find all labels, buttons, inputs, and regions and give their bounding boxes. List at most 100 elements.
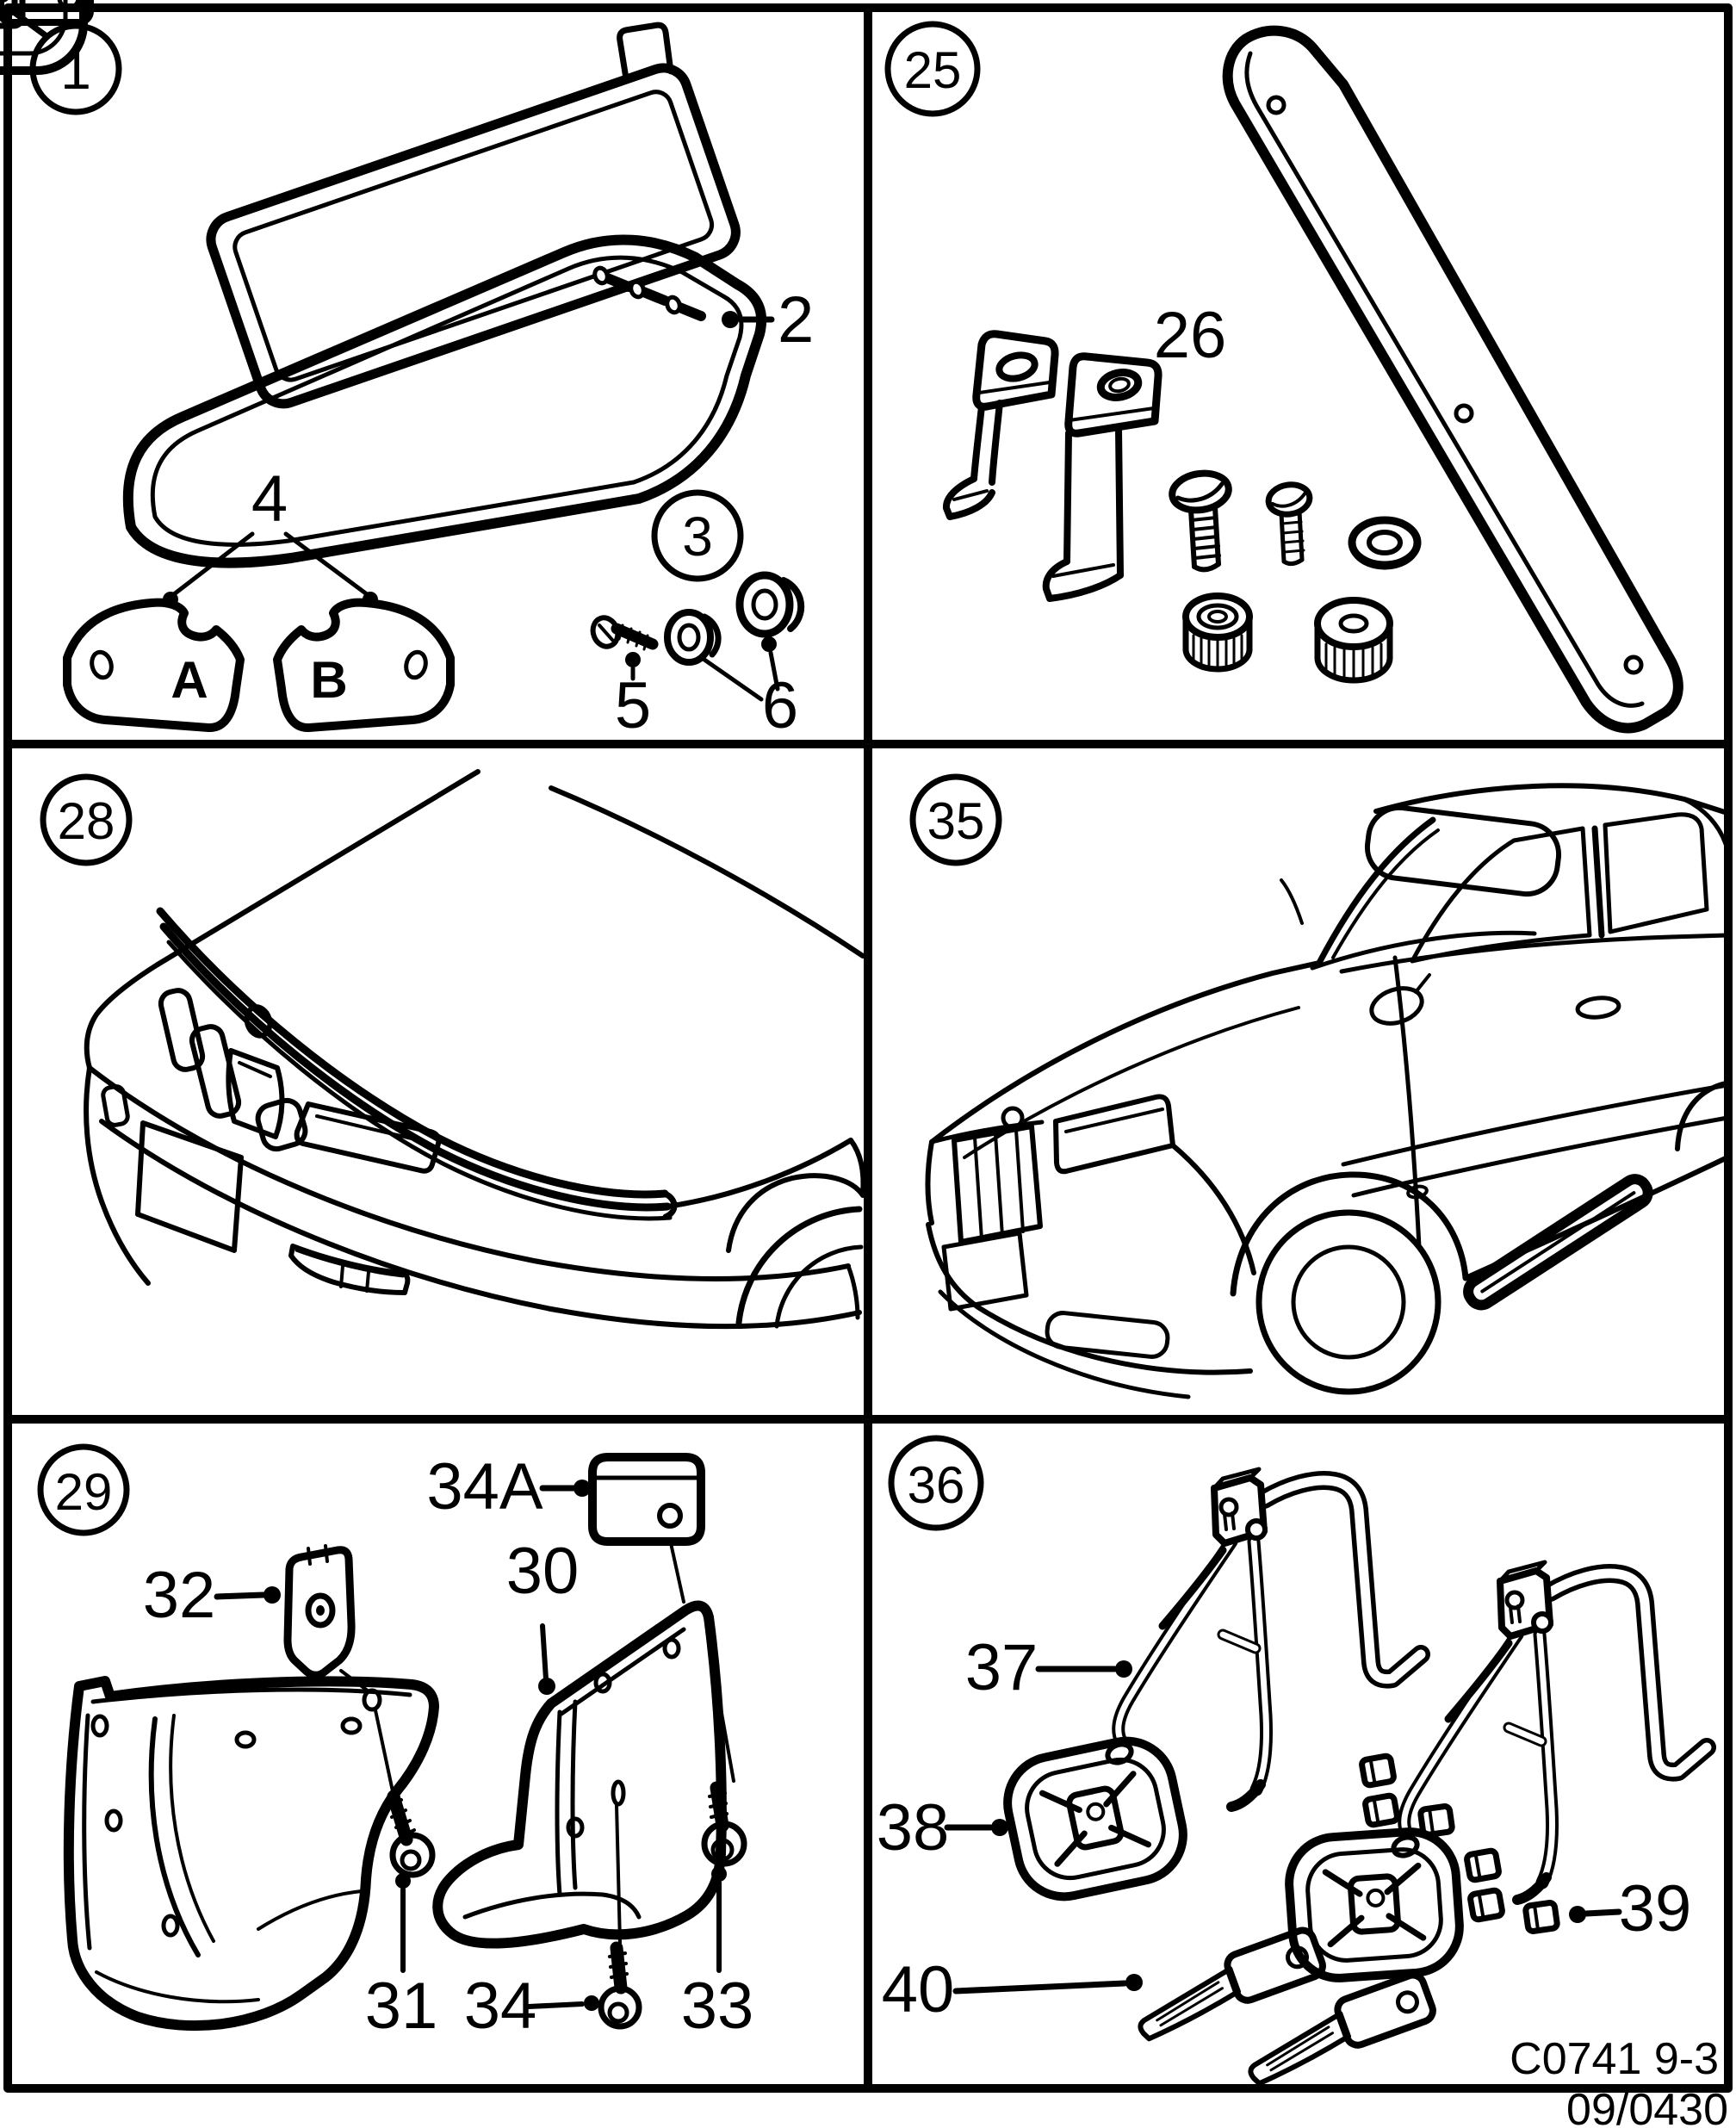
callout-34A-label: 34A — [426, 1450, 543, 1523]
leader-dot — [722, 311, 739, 328]
pad-b-letter: B — [310, 651, 347, 709]
mud-flap-right — [432, 1600, 735, 1949]
screw-33: 33 — [681, 1781, 754, 2043]
leader-line — [952, 1980, 1128, 1995]
panel-mud-flaps: 29 34A 32 — [37, 1443, 754, 2043]
spoiler-bracket-left — [943, 330, 1059, 520]
leader-dot — [761, 636, 777, 652]
grille — [952, 1124, 1043, 1244]
leader-line — [768, 650, 780, 692]
callout-33-label: 33 — [681, 1970, 754, 2043]
front-wheel — [1256, 1209, 1442, 1395]
headlamp — [1053, 1094, 1175, 1175]
leader-dot — [1569, 1906, 1586, 1923]
spoiler-screw-small — [1265, 481, 1313, 567]
license-plate — [135, 1120, 244, 1253]
leader-line — [702, 657, 764, 702]
bracket-32 — [283, 1544, 370, 1693]
callout-38: 38 — [877, 1791, 1008, 1864]
clip-5 — [1470, 1889, 1504, 1920]
spoiler-bracket-right — [1042, 352, 1162, 602]
protect-pad-a: A — [63, 598, 245, 732]
panel-number: 35 — [927, 792, 985, 850]
carrier-frame — [1105, 1467, 1430, 1812]
bumper-intake — [288, 1244, 411, 1295]
protect-pad-b: B — [273, 598, 455, 732]
callout-34A: 34A — [426, 1450, 591, 1523]
car-front-art — [84, 769, 866, 1329]
mount-hole — [1454, 403, 1474, 424]
panel-wind-deflector: 1 2 4 A — [29, 22, 814, 742]
callout-31-label: 31 — [365, 1970, 438, 2043]
spoiler-blade — [1222, 25, 1683, 734]
clip-1 — [1361, 1755, 1395, 1785]
callout-5: 5 — [615, 652, 651, 742]
foot-pad-1 — [999, 1733, 1192, 1906]
leader-line — [1583, 1908, 1622, 1917]
bushing-large — [735, 571, 805, 638]
leader-dot — [711, 1866, 727, 1882]
callout-30-label: 30 — [506, 1535, 580, 1608]
callout-32: 32 — [143, 1559, 281, 1632]
callout-30: 30 — [506, 1535, 580, 1695]
leader-dot — [1115, 1660, 1132, 1678]
leader-dot — [395, 1873, 411, 1889]
item-badge-25: 25 — [884, 21, 981, 117]
key — [0, 0, 94, 26]
panel-trim-strip: 35 — [909, 773, 1730, 1399]
leader-line — [283, 531, 369, 597]
knurled-nut-right — [1314, 597, 1393, 684]
item-badge-36: 36 — [888, 1435, 984, 1531]
panel-number: 28 — [58, 792, 115, 850]
callout-2: 2 — [722, 283, 814, 357]
clip-4 — [1466, 1850, 1500, 1880]
leader-line — [171, 531, 255, 597]
leader-line — [214, 1591, 267, 1600]
bumper-intake — [1045, 1311, 1170, 1359]
clip-6 — [1525, 1902, 1558, 1932]
callout-34-label: 34 — [464, 1970, 537, 2043]
callout-39: 39 — [1569, 1872, 1691, 1945]
key-2 — [1238, 1972, 1436, 2085]
knurled-nut-left — [1182, 592, 1253, 673]
trim-strip-part — [1463, 1174, 1653, 1311]
mount-hole — [1266, 95, 1286, 115]
grille-opening — [226, 1048, 285, 1139]
panel-load-carrier: 36 37 — [0, 0, 1719, 2085]
pad-hole — [404, 649, 428, 680]
item-badge-28: 28 — [40, 773, 133, 866]
license-plate — [941, 1231, 1029, 1312]
leader-dot — [625, 652, 641, 667]
mount-hole — [1623, 655, 1644, 675]
callout-4-pads: 4 A B — [63, 462, 455, 732]
pad-a-letter: A — [170, 651, 208, 709]
car-side-art — [925, 783, 1730, 1399]
screw-34: 34 — [464, 1941, 642, 2043]
callout-37-label: 37 — [965, 1631, 1038, 1704]
door-window — [1410, 826, 1592, 964]
callout-26-label: 26 — [1154, 299, 1227, 372]
callout-39-label: 39 — [1619, 1872, 1692, 1945]
grille-slot — [158, 988, 206, 1072]
callout-37: 37 — [965, 1631, 1132, 1704]
leader-dot — [1125, 1974, 1143, 1991]
hinge-pegs — [592, 265, 706, 321]
figure-code: C0741 9-3 — [1510, 2034, 1719, 2084]
quarter-window — [1603, 812, 1709, 934]
item-badge-29: 29 — [37, 1443, 130, 1536]
leader-dot — [584, 1995, 599, 2011]
leader-line — [540, 1623, 549, 1682]
door-handle — [1575, 996, 1621, 1020]
callout-40-label: 40 — [882, 1953, 955, 2026]
spoiler-washer — [1348, 516, 1422, 570]
antenna — [1280, 878, 1304, 925]
hood-deflector-strip — [156, 907, 678, 1221]
leader-line — [526, 2001, 585, 2009]
figure-issue: 09/0430 — [1566, 2085, 1728, 2128]
bushing-small — [664, 609, 722, 666]
callout-40: 40 — [882, 1953, 1143, 2026]
item-badge-35: 35 — [909, 773, 1002, 866]
clip-34A — [588, 1453, 705, 1604]
leader-dot — [538, 1678, 555, 1695]
